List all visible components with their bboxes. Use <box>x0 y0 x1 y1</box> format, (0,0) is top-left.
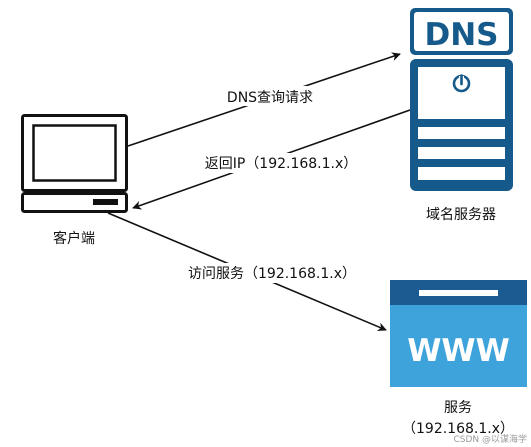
visit-service-label: 访问服务（192.168.1.x） <box>188 266 356 282</box>
client-label: 客户端 <box>53 230 95 247</box>
web-server-label-line1: 服务 <box>444 400 472 416</box>
dns-server-label: 域名服务器 <box>426 207 496 223</box>
web-server-label-line2: （192.168.1.x） <box>402 421 514 437</box>
web-server-icon: WWW <box>390 280 527 387</box>
dns-server-icon: DNS <box>410 8 513 191</box>
return-ip-label: 返回IP（192.168.1.x） <box>205 156 358 172</box>
dns-badge-text: DNS <box>424 17 498 53</box>
www-badge-text: WWW <box>407 333 510 369</box>
csdn-watermark: CSDN @以谋海学 <box>453 433 527 445</box>
power-icon <box>452 74 471 93</box>
client-computer-icon <box>21 114 128 213</box>
dns-query-label: DNS查询请求 <box>227 90 313 106</box>
